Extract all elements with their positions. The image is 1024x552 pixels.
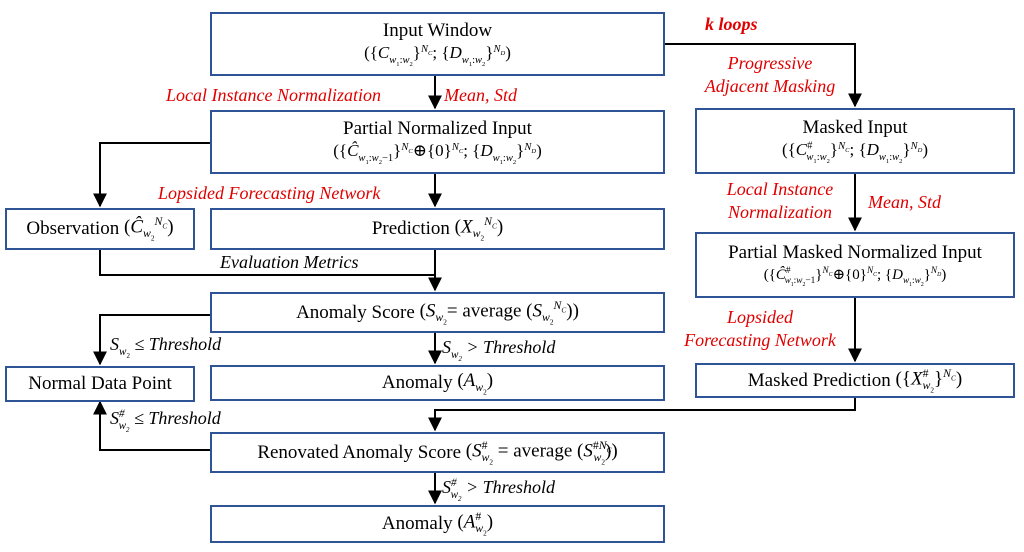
masked-prediction-formula: ({X#w2}NC) bbox=[895, 366, 963, 395]
anomaly-score-formula: (Sw2= average (Sw2NC)) bbox=[419, 298, 579, 327]
partial-normalized-title: Partial Normalized Input bbox=[343, 117, 532, 139]
label-k-loops: k loops bbox=[705, 14, 758, 34]
anomaly-final-title: Anomaly bbox=[381, 513, 453, 535]
anomaly-final-box: Anomaly (A#w2) bbox=[210, 505, 665, 543]
partial-normalized-formula: ({Ĉw1:w2−1}NC⊕{0}NC; {Dw1:w2}ND) bbox=[333, 141, 542, 166]
arrow-partial-to-observation bbox=[93, 142, 210, 208]
input-window-formula: ({Cw1:w2}NC; {Dw1:w2}ND) bbox=[364, 43, 511, 68]
partial-masked-formula: ({Ĉ#w1:w2−1}NC⊕{0}NC; {Dw1:w2}ND) bbox=[763, 265, 947, 288]
anomaly-formula: (Aw2) bbox=[457, 369, 494, 396]
masked-prediction-box: Masked Prediction ({X#w2}NC) bbox=[695, 363, 1015, 398]
anomaly-title: Anomaly bbox=[381, 372, 453, 394]
normal-data-point-title: Normal Data Point bbox=[28, 373, 172, 395]
label-mean-std-left: Mean, Std bbox=[444, 85, 517, 105]
input-window-box: Input Window ({Cw1:w2}NC; {Dw1:w2}ND) bbox=[210, 12, 665, 76]
observation-formula: (Ĉw2NC) bbox=[124, 215, 174, 243]
arrow-input-to-masked bbox=[665, 43, 862, 108]
renovated-score-title: Renovated Anomaly Score bbox=[257, 441, 462, 463]
partial-masked-title: Partial Masked Normalized Input bbox=[728, 241, 982, 263]
label-lopsided-network-right: Lopsided Forecasting Network bbox=[684, 307, 836, 350]
partial-normalized-input-box: Partial Normalized Input ({Ĉw1:w2−1}NC⊕{… bbox=[210, 110, 665, 174]
label-local-normalization-right: Local Instance Normalization bbox=[726, 179, 834, 222]
anomaly-box: Anomaly (Aw2) bbox=[210, 365, 665, 401]
label-lopsided-network: Lopsided Forecasting Network bbox=[158, 183, 381, 203]
renovated-score-box: Renovated Anomaly Score (S#w2 = average … bbox=[210, 432, 665, 473]
line-observation-to-merge bbox=[99, 250, 435, 276]
label-score-gt-threshold: Sw2 > Threshold bbox=[442, 337, 556, 363]
label-renovated-gt-threshold: S#w2 > Threshold bbox=[442, 477, 555, 503]
prediction-formula: (Xw2NC) bbox=[454, 215, 504, 243]
input-window-title: Input Window bbox=[382, 19, 493, 41]
partial-masked-input-box: Partial Masked Normalized Input ({Ĉ#w1:w… bbox=[695, 232, 1015, 298]
arrow-renovated-to-normal bbox=[93, 400, 210, 451]
anomaly-score-box: Anomaly Score (Sw2= average (Sw2NC)) bbox=[210, 292, 665, 333]
renovated-score-formula: (S#w2 = average (S#NCw2)) bbox=[465, 438, 618, 467]
label-mean-std-right: Mean, Std bbox=[868, 192, 941, 212]
anomaly-score-title: Anomaly Score bbox=[296, 301, 415, 323]
masked-input-box: Masked Input ({C#w1:w2}NC; {Dw1:w2}ND) bbox=[695, 108, 1015, 174]
observation-box: Observation (Ĉw2NC) bbox=[5, 208, 195, 250]
prediction-box: Prediction (Xw2NC) bbox=[210, 208, 665, 250]
label-score-le-threshold: Sw2 ≤ Threshold bbox=[110, 334, 222, 360]
prediction-title: Prediction bbox=[371, 218, 450, 240]
label-local-normalization: Local Instance Normalization bbox=[166, 85, 381, 105]
arrow-score-to-normal bbox=[93, 314, 210, 366]
masked-input-title: Masked Input bbox=[802, 116, 908, 138]
arrow-masked-prediction-to-renovated bbox=[428, 398, 856, 432]
normal-data-point-box: Normal Data Point bbox=[5, 366, 195, 402]
anomaly-final-formula: (A#w2) bbox=[457, 510, 494, 538]
observation-title: Observation bbox=[26, 218, 120, 240]
label-evaluation-metrics: Evaluation Metrics bbox=[220, 252, 359, 272]
masked-input-formula: ({C#w1:w2}NC; {Dw1:w2}ND) bbox=[781, 140, 929, 165]
masked-prediction-title: Masked Prediction bbox=[747, 369, 891, 391]
label-progressive-masking: Progressive Adjacent Masking bbox=[704, 53, 836, 96]
label-renovated-le-threshold: S#w2 ≤ Threshold bbox=[110, 408, 221, 434]
